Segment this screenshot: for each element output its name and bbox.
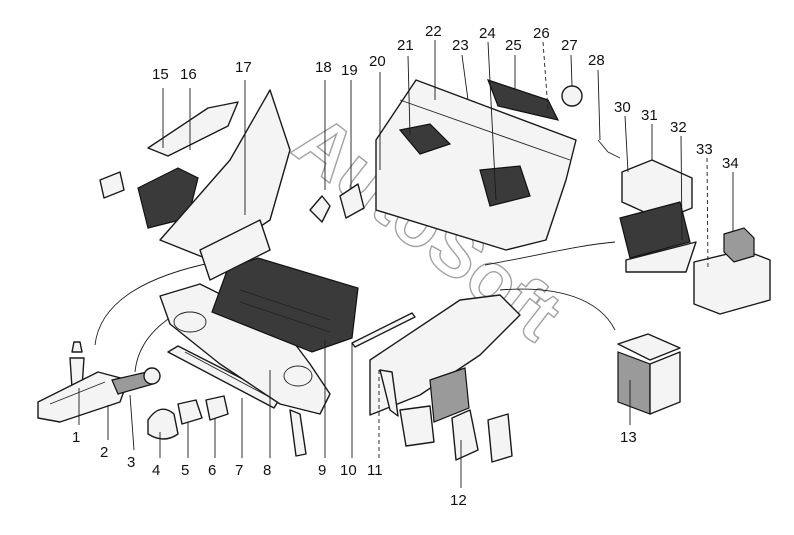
guide-line <box>499 288 616 331</box>
part-18-19-bracket <box>309 183 365 223</box>
callout-30: 30 <box>614 99 631 116</box>
callout-6: 6 <box>208 462 216 479</box>
callout-21: 21 <box>397 37 414 54</box>
callout-17: 17 <box>235 59 252 76</box>
part-28-cable <box>597 139 621 159</box>
part-13-panel <box>617 333 681 415</box>
callout-16: 16 <box>180 66 197 83</box>
callout-25: 25 <box>505 37 522 54</box>
part-6-mount <box>205 395 229 421</box>
part-11-side-member <box>369 294 521 423</box>
part-3-bellows <box>111 367 161 395</box>
callout-23: 23 <box>452 37 469 54</box>
part-20-24-firewall <box>375 79 577 251</box>
part-8-radiator <box>211 257 359 353</box>
part-4-horn <box>147 408 179 440</box>
part-9-hinge <box>289 409 307 457</box>
callout-12: 12 <box>450 492 467 509</box>
part-30-32-battery <box>619 159 697 273</box>
callout-10: 10 <box>340 462 357 479</box>
callout-1: 1 <box>72 429 80 446</box>
callout-33: 33 <box>696 141 713 158</box>
part-33-34-box <box>693 227 771 315</box>
callout-19: 19 <box>341 62 358 79</box>
callout-5: 5 <box>181 462 189 479</box>
callout-32: 32 <box>670 119 687 136</box>
callout-13: 13 <box>620 429 637 446</box>
callout-26: 26 <box>533 25 550 42</box>
callout-24: 24 <box>479 25 496 42</box>
part-12-plate <box>399 405 513 463</box>
callout-18: 18 <box>315 59 332 76</box>
callout-28: 28 <box>588 52 605 69</box>
callout-11: 11 <box>367 462 383 479</box>
callout-4: 4 <box>152 462 160 479</box>
guide-line <box>94 261 216 346</box>
callout-2: 2 <box>100 444 108 461</box>
part-5-cup <box>177 399 203 425</box>
callout-20: 20 <box>369 53 386 70</box>
part-2-rail <box>37 371 129 423</box>
callout-7: 7 <box>235 462 243 479</box>
callout-9: 9 <box>318 462 326 479</box>
callout-22: 22 <box>425 23 442 40</box>
part-10-rod <box>351 312 416 348</box>
callout-31: 31 <box>641 107 658 124</box>
callout-34: 34 <box>722 155 739 172</box>
callout-8: 8 <box>263 462 271 479</box>
callout-27: 27 <box>561 37 578 54</box>
callout-15: 15 <box>152 66 169 83</box>
guide-line <box>484 241 616 266</box>
part-25-27-wiper-motor <box>486 79 583 121</box>
part-17-inner-panel <box>159 89 291 281</box>
callout-3: 3 <box>127 454 135 471</box>
